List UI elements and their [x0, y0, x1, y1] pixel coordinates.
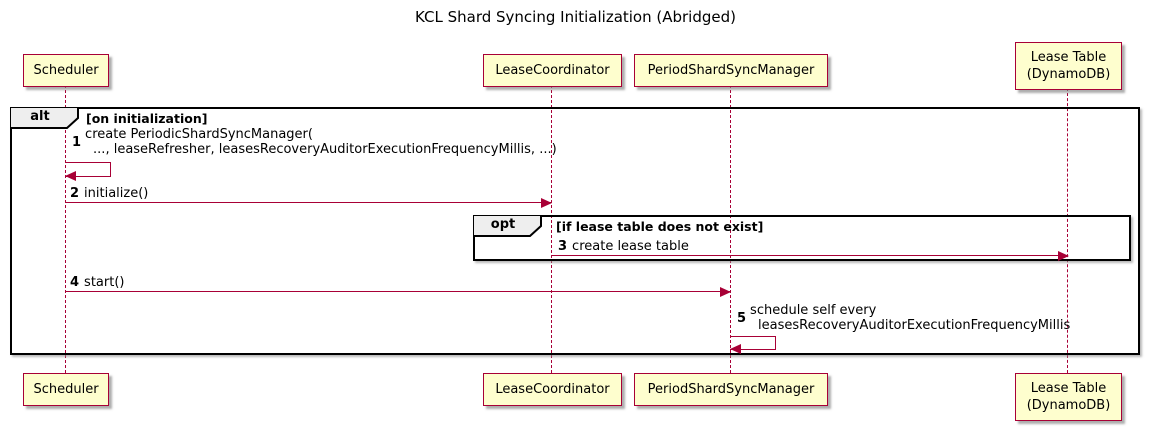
arrowhead-right-icon — [541, 198, 552, 208]
message-line1: schedule self every — [750, 303, 877, 318]
arrowhead-left-icon — [730, 344, 741, 354]
message-label: create lease table — [572, 239, 689, 254]
participant-leasetable-top: Lease Table (DynamoDB) — [1015, 42, 1122, 90]
participant-scheduler-bottom: Scheduler — [23, 373, 109, 406]
participant-periodshardsyncmanager-top: PeriodShardSyncManager — [634, 54, 828, 87]
message-line2: ..., leaseRefresher, leasesRecoveryAudit… — [93, 142, 557, 157]
participant-periodshardsyncmanager-bottom: PeriodShardSyncManager — [634, 373, 828, 406]
message-label: start() — [84, 275, 125, 290]
opt-frame-condition: [if lease table does not exist] — [556, 219, 764, 234]
participant-label: PeriodShardSyncManager — [647, 63, 815, 78]
message-1-self-arrow — [65, 162, 111, 181]
message-5-self-arrow — [730, 336, 776, 354]
participant-label: Lease Table — [1030, 381, 1107, 396]
participant-label: Scheduler — [33, 382, 99, 397]
message-1-text: 1 create PeriodicShardSyncManager( ..., … — [72, 127, 557, 157]
message-3-text: 3 create lease table — [558, 239, 689, 254]
lifeline-periodshardsyncmanager — [730, 85, 731, 373]
opt-frame — [473, 215, 1131, 261]
message-line2: leasesRecoveryAuditorExecutionFrequencyM… — [758, 318, 1071, 333]
participant-label-line2: (DynamoDB) — [1026, 398, 1111, 413]
message-2-arrow — [65, 198, 552, 208]
lifeline-leasetable — [1067, 88, 1068, 373]
participant-label-line2: (DynamoDB) — [1026, 67, 1111, 82]
participant-label: PeriodShardSyncManager — [647, 382, 815, 397]
participant-scheduler-top: Scheduler — [23, 54, 109, 87]
message-2-text: 2 initialize() — [70, 186, 148, 201]
message-label: initialize() — [84, 186, 149, 201]
participant-label: LeaseCoordinator — [495, 63, 610, 78]
message-3-arrow — [551, 251, 1069, 261]
alt-frame — [10, 107, 1140, 355]
message-number: 3 — [558, 239, 568, 254]
arrowhead-right-icon — [720, 287, 731, 297]
message-4-text: 4 start() — [70, 275, 124, 290]
lifeline-leasecoordinator — [551, 85, 552, 373]
arrowhead-right-icon — [1058, 251, 1069, 261]
message-number: 1 — [72, 134, 82, 150]
alt-frame-condition: [on initialization] — [86, 111, 208, 126]
message-number: 5 — [737, 310, 747, 326]
participant-label: LeaseCoordinator — [495, 382, 610, 397]
lifeline-scheduler — [65, 85, 66, 373]
participant-leasecoordinator-bottom: LeaseCoordinator — [483, 373, 622, 406]
opt-frame-label: opt — [490, 217, 516, 232]
arrowhead-left-icon — [65, 171, 76, 181]
diagram-title: KCL Shard Syncing Initialization (Abridg… — [415, 8, 736, 26]
participant-leasecoordinator-top: LeaseCoordinator — [483, 54, 622, 87]
message-line1: create PeriodicShardSyncManager( — [85, 127, 313, 142]
message-number: 4 — [70, 275, 80, 290]
message-number: 2 — [70, 186, 80, 201]
opt-frame-pentagon — [473, 215, 542, 237]
participant-leasetable-bottom: Lease Table (DynamoDB) — [1015, 373, 1122, 421]
participant-label: Lease Table — [1030, 50, 1107, 65]
participant-label: Scheduler — [33, 63, 99, 78]
message-5-text: 5 schedule self every leasesRecoveryAudi… — [737, 303, 1070, 333]
alt-frame-label: alt — [30, 109, 50, 124]
message-4-arrow — [65, 287, 731, 297]
alt-frame-pentagon — [10, 107, 79, 129]
